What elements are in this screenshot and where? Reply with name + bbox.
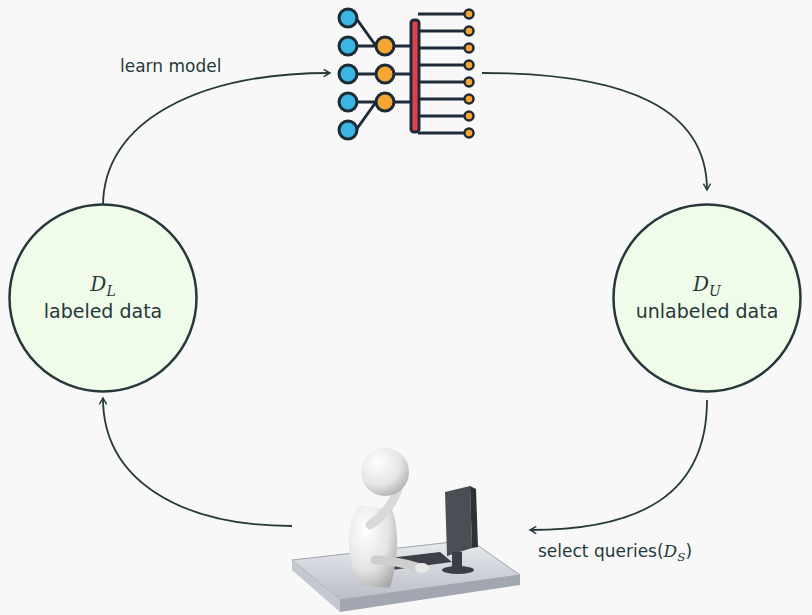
output-neuron bbox=[465, 10, 474, 19]
circle-outline bbox=[10, 205, 197, 392]
step-label: learn model bbox=[118, 56, 223, 76]
network-wire bbox=[418, 132, 464, 135]
data-pool-circle: DUunlabeled data bbox=[612, 203, 802, 393]
input-neuron bbox=[339, 37, 357, 55]
network-bar bbox=[411, 20, 419, 132]
network-wire bbox=[356, 18, 376, 46]
set-name: unlabeled data bbox=[636, 300, 779, 324]
data-pool-circle: DLlabeled data bbox=[8, 203, 198, 393]
circle-outline bbox=[612, 203, 802, 393]
cycle-arrow bbox=[482, 73, 707, 190]
network-wire bbox=[418, 64, 464, 67]
network-wire bbox=[418, 115, 464, 118]
input-neuron bbox=[339, 121, 357, 139]
output-neuron bbox=[465, 27, 474, 36]
hidden-neuron bbox=[376, 37, 394, 55]
cycle-arrow bbox=[103, 398, 292, 526]
network-wire bbox=[418, 13, 464, 16]
network-wire bbox=[418, 98, 464, 101]
person-at-computer bbox=[292, 448, 520, 612]
set-symbol: DL bbox=[90, 272, 115, 301]
set-name: labeled data bbox=[44, 300, 163, 324]
hidden-neuron bbox=[376, 93, 394, 111]
network-wire bbox=[418, 47, 464, 50]
output-neuron bbox=[465, 44, 474, 53]
circle-outline bbox=[8, 203, 198, 393]
output-neuron bbox=[465, 129, 474, 138]
input-neuron bbox=[339, 9, 357, 27]
network-wire bbox=[356, 45, 376, 48]
output-neuron bbox=[465, 95, 474, 104]
network-wire bbox=[356, 101, 376, 104]
network-wire bbox=[356, 73, 376, 76]
output-neuron bbox=[465, 61, 474, 70]
network-icon bbox=[339, 9, 474, 139]
set-symbol: DU bbox=[693, 272, 721, 301]
network-wire bbox=[418, 30, 464, 33]
network-wire bbox=[418, 81, 464, 84]
hidden-neuron bbox=[376, 65, 394, 83]
network-wire bbox=[356, 102, 376, 130]
step-label: select queries(DS) bbox=[536, 541, 694, 564]
cycle-arrow bbox=[103, 73, 330, 206]
output-neuron bbox=[465, 78, 474, 87]
circle-outline bbox=[614, 205, 801, 392]
input-neuron bbox=[339, 65, 357, 83]
input-neuron bbox=[339, 93, 357, 111]
output-neuron bbox=[465, 112, 474, 121]
cycle-arrow bbox=[530, 400, 707, 530]
